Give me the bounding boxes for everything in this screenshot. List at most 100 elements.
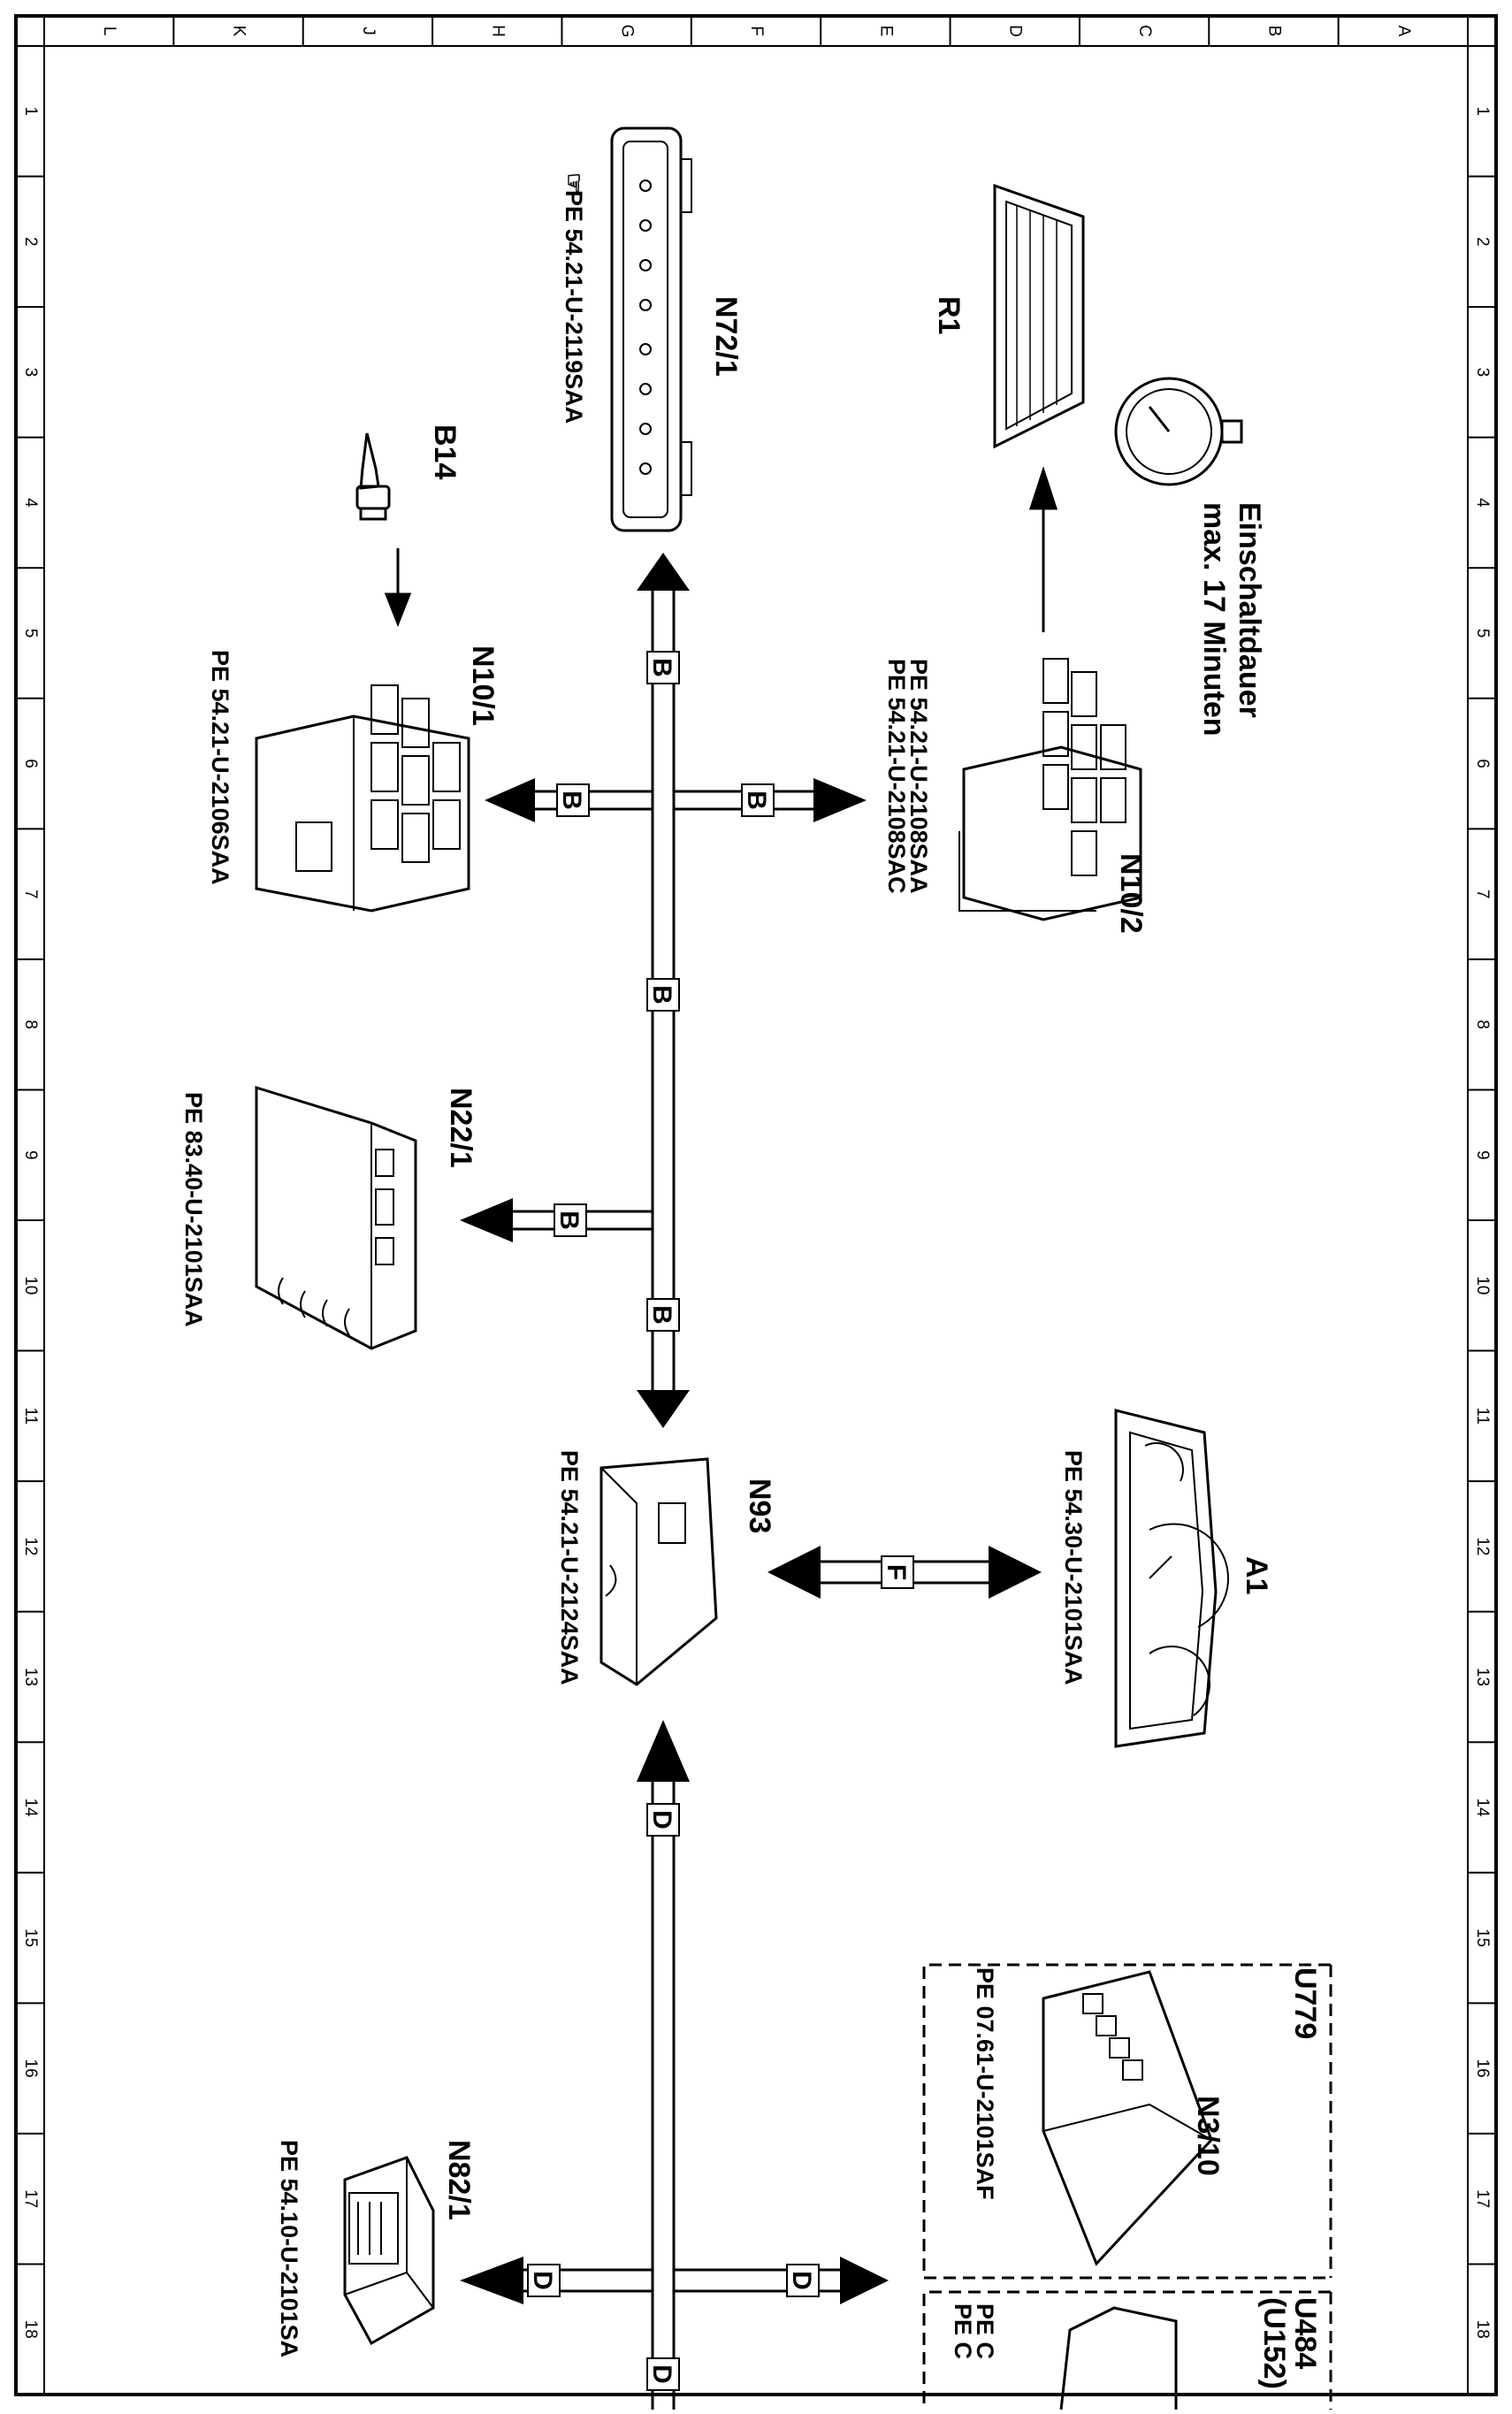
svg-text:PE 54.10-U-2101SA: PE 54.10-U-2101SA [276, 2140, 302, 2357]
column-label: A [1394, 26, 1413, 37]
row-label: 12 [21, 1537, 40, 1555]
row-label: 18 [1473, 2320, 1492, 2339]
column-label: L [100, 27, 118, 36]
svg-text:max. 17 Minuten: max. 17 Minuten [1197, 502, 1231, 737]
row-label: 2 [1473, 237, 1492, 247]
n82-1-labels: N82/1 PE 54.10-U-2101SA [276, 2140, 476, 2357]
r1-rear-window [993, 183, 1085, 449]
svg-text:B: B [557, 791, 586, 810]
row-label: 6 [1473, 759, 1492, 768]
row-label: 17 [21, 2189, 40, 2208]
svg-text:D: D [528, 2271, 557, 2290]
svg-text:B: B [647, 658, 676, 677]
row-label: 4 [21, 498, 40, 508]
row-label: 13 [21, 1668, 40, 1686]
row-label: 9 [1473, 1150, 1492, 1160]
column-label: F [747, 26, 766, 36]
timer-labels: Einschaltdauer max. 17 Minuten [1197, 502, 1266, 737]
svg-text:Einschaltdauer: Einschaltdauer [1233, 502, 1266, 718]
row-label: 10 [21, 1276, 40, 1295]
column-label: H [488, 25, 507, 37]
column-label: E [876, 26, 895, 37]
a1-labels: A1 PE 54.30-U-2101SAA [1060, 1450, 1273, 1685]
row-label: 14 [1473, 1798, 1492, 1817]
b14-arrow [384, 548, 412, 628]
row-label: 11 [1473, 1407, 1492, 1425]
column-label: J [359, 27, 378, 35]
column-label: D [1006, 25, 1025, 37]
svg-text:B14: B14 [428, 424, 462, 479]
svg-text:B: B [554, 1211, 584, 1230]
svg-text:D: D [647, 2364, 676, 2384]
svg-text:U779: U779 [1288, 1967, 1322, 2039]
u484-labels: U484 (U152) PE C PE C [950, 2297, 1322, 2389]
svg-text:N72/1: N72/1 [709, 296, 743, 377]
svg-text:N10/1: N10/1 [466, 646, 500, 726]
b14-labels: B14 [428, 424, 462, 479]
n22-1-labels: N22/1 PE 83.40-U-2101SAA [180, 1088, 477, 1327]
row-label: 13 [1473, 1668, 1492, 1686]
r1-labels: R1 [932, 296, 966, 334]
row-label: 3 [21, 368, 40, 378]
svg-text:N3/10: N3/10 [1191, 2096, 1225, 2176]
svg-text:PE 54.21-U-2108SAC: PE 54.21-U-2108SAC [883, 659, 910, 894]
row-label: 15 [1473, 1929, 1492, 1947]
svg-text:N22/1: N22/1 [444, 1088, 477, 1168]
svg-text:PE 54.21-U-2119SAA: PE 54.21-U-2119SAA [561, 190, 587, 424]
n22-1-module [255, 1085, 417, 1350]
n72-1-labels: N72/1 PE 54.21-U-2119SAA ☞ [561, 172, 743, 424]
svg-text:B: B [742, 791, 771, 810]
svg-text:PE 54.21-U-2124SAA: PE 54.21-U-2124SAA [556, 1450, 583, 1685]
row-label: 2 [21, 237, 40, 247]
svg-text:N82/1: N82/1 [442, 2140, 476, 2220]
row-label: 6 [21, 759, 40, 768]
n93-labels: N93 PE 54.21-U-2124SAA [556, 1450, 776, 1685]
row-label: 12 [1473, 1537, 1492, 1555]
svg-text:PE 07.61-U-2101SAF: PE 07.61-U-2101SAF [972, 1967, 998, 2200]
n72-1-control-panel [610, 126, 692, 532]
svg-text:U484: U484 [1288, 2297, 1322, 2369]
column-label: C [1135, 25, 1154, 37]
r1-arrow [1028, 466, 1058, 632]
row-label: 15 [21, 1929, 40, 1947]
row-label: 3 [1473, 368, 1492, 378]
row-label: 11 [21, 1407, 40, 1425]
bus-arrows [460, 553, 1042, 2304]
n10-1-module [255, 684, 470, 913]
svg-text:D: D [647, 1810, 676, 1830]
row-label: 9 [21, 1150, 40, 1160]
svg-text:PE C: PE C [972, 2303, 998, 2359]
svg-text:B: B [647, 985, 676, 1005]
svg-text:PE 54.21-U-2106SAA: PE 54.21-U-2106SAA [207, 650, 233, 885]
column-label: G [618, 25, 637, 38]
row-label: 18 [21, 2320, 40, 2339]
svg-text:D: D [787, 2271, 816, 2290]
u779-boundary [922, 1963, 1333, 2280]
row-label: 16 [1473, 2059, 1492, 2078]
svg-text:(U152): (U152) [1257, 2297, 1291, 2389]
stopwatch-icon [1114, 377, 1243, 486]
svg-text:R1: R1 [932, 296, 966, 334]
n10-2-module [958, 658, 1142, 921]
svg-text:PE 83.40-U-2101SAA: PE 83.40-U-2101SAA [180, 1092, 207, 1327]
row-label: 7 [21, 890, 40, 899]
bus-label-boxes: B B B B B B F D D D D [527, 651, 914, 2391]
svg-text:PE 54.21-U-2108SAA: PE 54.21-U-2108SAA [905, 659, 932, 894]
svg-text:PE 54.30-U-2101SAA: PE 54.30-U-2101SAA [1060, 1450, 1087, 1685]
a1-instrument-cluster [1114, 1409, 1229, 1748]
row-label: 10 [1473, 1276, 1492, 1295]
svg-text:N10/2: N10/2 [1114, 853, 1148, 934]
drawing-frame [14, 14, 1498, 2396]
row-label: 17 [1473, 2189, 1492, 2208]
row-label: 1 [21, 106, 40, 116]
row-label: 5 [1473, 629, 1492, 638]
n93-module [599, 1457, 718, 1686]
u779-labels: U779 N3/10 PE 07.61-U-2101SAF [972, 1967, 1322, 2200]
svg-text:PE C: PE C [950, 2303, 976, 2359]
n10-2-labels: N10/2 PE 54.21-U-2108SAA PE 54.21-U-2108… [883, 659, 1148, 934]
row-label: 14 [21, 1798, 40, 1817]
row-label: 1 [1473, 106, 1492, 116]
